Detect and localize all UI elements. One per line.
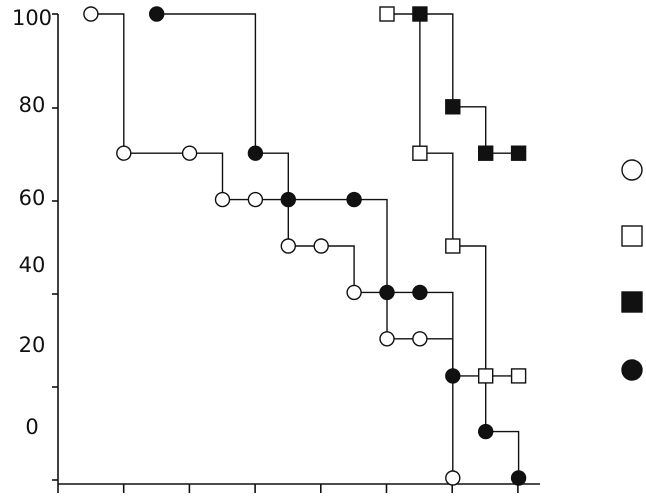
data-point-open-square: [510, 368, 527, 384]
legend-marker-open-square: [621, 225, 643, 247]
data-point-filled-circle: [478, 423, 494, 440]
data-point-filled-circle: [445, 368, 461, 384]
data-point-filled-circle: [412, 284, 428, 301]
data-point-filled-square: [445, 99, 461, 115]
series-line-filled-square: [419, 13, 519, 154]
data-point-open-circle: [445, 470, 461, 486]
data-point-open-circle: [412, 331, 428, 347]
y-tick-label: 40: [19, 253, 46, 277]
y-tick-label: 100: [12, 6, 52, 30]
legend-marker-open-circle: [621, 159, 643, 181]
data-point-open-circle: [116, 145, 132, 161]
series-line-open-circle: [90, 13, 454, 478]
data-point-open-square: [445, 238, 461, 254]
axes: [57, 14, 540, 485]
y-tick-label: 0: [25, 415, 38, 439]
data-point-open-square: [379, 6, 395, 22]
data-point-open-circle: [379, 331, 395, 347]
data-point-filled-circle: [346, 191, 362, 208]
data-point-filled-circle: [247, 145, 264, 161]
data-point-filled-circle: [148, 6, 165, 22]
legend: [621, 159, 643, 381]
legend-marker-filled-circle: [621, 359, 643, 381]
data-point-filled-square: [478, 145, 494, 161]
y-tick-label: 60: [19, 186, 46, 210]
data-point-filled-circle: [379, 284, 395, 301]
data-point-open-circle: [280, 238, 296, 254]
series-line-open-square: [387, 13, 519, 377]
data-point-filled-circle: [510, 470, 527, 486]
data-point-filled-circle: [280, 191, 296, 208]
legend-marker-filled-square: [621, 291, 643, 313]
data-point-open-circle: [83, 6, 99, 22]
data-point-open-square: [412, 145, 428, 161]
y-axis-ticks: 100 80 60 40 20 0: [12, 6, 58, 481]
data-point-open-circle: [181, 145, 198, 161]
data-point-open-circle: [346, 284, 362, 301]
data-point-filled-square: [510, 145, 527, 161]
data-point-open-square: [478, 368, 494, 384]
data-point-open-circle: [247, 191, 264, 208]
data-point-open-circle: [313, 238, 329, 254]
x-axis-ticks: [57, 484, 519, 493]
data-point-open-circle: [214, 191, 231, 208]
y-tick-label: 80: [19, 93, 46, 117]
y-tick-label: 20: [19, 333, 46, 357]
series-markers: [83, 6, 527, 486]
data-point-filled-square: [412, 6, 428, 22]
